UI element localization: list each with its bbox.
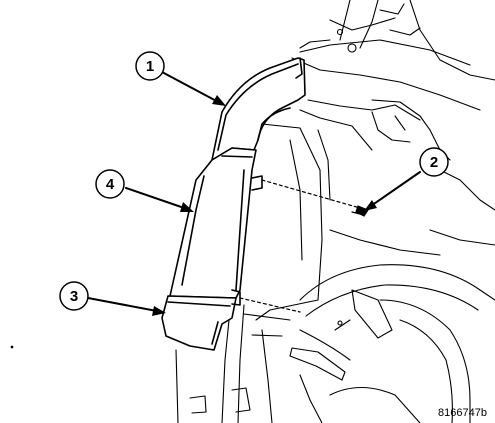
callout-circle-4 bbox=[95, 169, 125, 199]
fastener-part-2 bbox=[239, 179, 369, 313]
lower-pillar-trim-part-3 bbox=[161, 289, 241, 351]
vehicle-body-background bbox=[10, 0, 495, 423]
callout-label-4: 4 bbox=[106, 176, 115, 193]
callout-leaders bbox=[87, 71, 421, 313]
callout-circle-3 bbox=[59, 281, 89, 311]
callout-label-3: 3 bbox=[70, 288, 78, 305]
callout-circle-1 bbox=[135, 51, 165, 81]
callout-label-1: 1 bbox=[146, 58, 154, 75]
figure-id: 8166747b bbox=[438, 407, 487, 419]
upper-pillar-trim-part-1 bbox=[211, 57, 306, 161]
callout-label-2: 2 bbox=[430, 154, 438, 171]
mid-pillar-trim-part-4 bbox=[169, 147, 263, 299]
callout-arrowheads bbox=[152, 95, 377, 316]
callout-circle-2 bbox=[419, 147, 449, 177]
